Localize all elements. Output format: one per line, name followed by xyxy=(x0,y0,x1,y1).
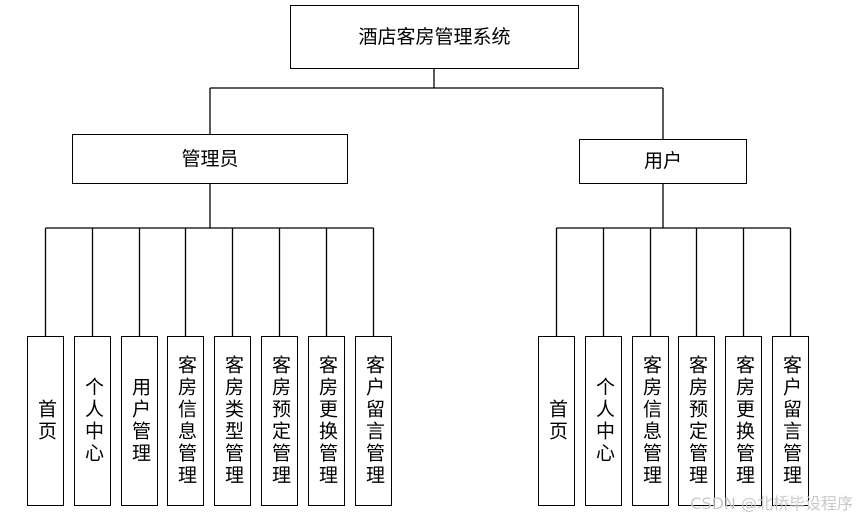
leaf-label: 用户管理 xyxy=(129,377,151,465)
connector-lines xyxy=(209,69,664,228)
admin-leaf-node: 客房预定管理 xyxy=(261,336,298,506)
watermark: CSDN @北桥毕设程序 xyxy=(690,494,853,513)
user-leaf-node: 客房信息管理 xyxy=(632,336,669,506)
leaf-label: 客房更换管理 xyxy=(733,355,755,487)
admin-leaf-node: 首页 xyxy=(27,336,64,506)
branch-node-admin: 管理员 xyxy=(72,134,348,184)
leaf-label: 客房信息管理 xyxy=(640,355,662,487)
user-leaf-node: 客户留言管理 xyxy=(772,336,809,506)
leaf-label: 客房类型管理 xyxy=(222,355,244,487)
admin-leaf-node: 客房类型管理 xyxy=(214,336,251,506)
leaf-label: 客房预定管理 xyxy=(269,355,291,487)
leaf-label: 客房更换管理 xyxy=(316,355,338,487)
leaf-label: 个人中心 xyxy=(593,377,615,465)
root-node: 酒店客房管理系统 xyxy=(290,5,579,69)
leaf-label: 个人中心 xyxy=(82,377,104,465)
leaf-label: 客房预定管理 xyxy=(686,355,708,487)
root-label: 酒店客房管理系统 xyxy=(358,25,511,48)
user-leaf-node: 客房预定管理 xyxy=(678,336,715,506)
leaf-label: 客户留言管理 xyxy=(363,355,385,487)
admin-leaf-node: 客户留言管理 xyxy=(355,336,392,506)
leaf-label: 首页 xyxy=(35,399,57,443)
branch-label-admin: 管理员 xyxy=(181,147,239,170)
branch-label-user: 用户 xyxy=(643,150,682,172)
user-leaf-node: 个人中心 xyxy=(585,336,622,506)
user-leaf-node: 首页 xyxy=(538,336,575,506)
leaf-label: 客户留言管理 xyxy=(780,355,802,487)
user-leaf-node: 客房更换管理 xyxy=(725,336,762,506)
leaf-label: 首页 xyxy=(546,399,568,443)
admin-leaf-node: 用户管理 xyxy=(121,336,158,506)
leaf-label: 客房信息管理 xyxy=(175,355,197,487)
admin-leaf-node: 客房更换管理 xyxy=(308,336,345,506)
branch-node-user: 用户 xyxy=(579,139,747,184)
admin-leaf-node: 个人中心 xyxy=(74,336,111,506)
admin-leaf-node: 客房信息管理 xyxy=(167,336,204,506)
